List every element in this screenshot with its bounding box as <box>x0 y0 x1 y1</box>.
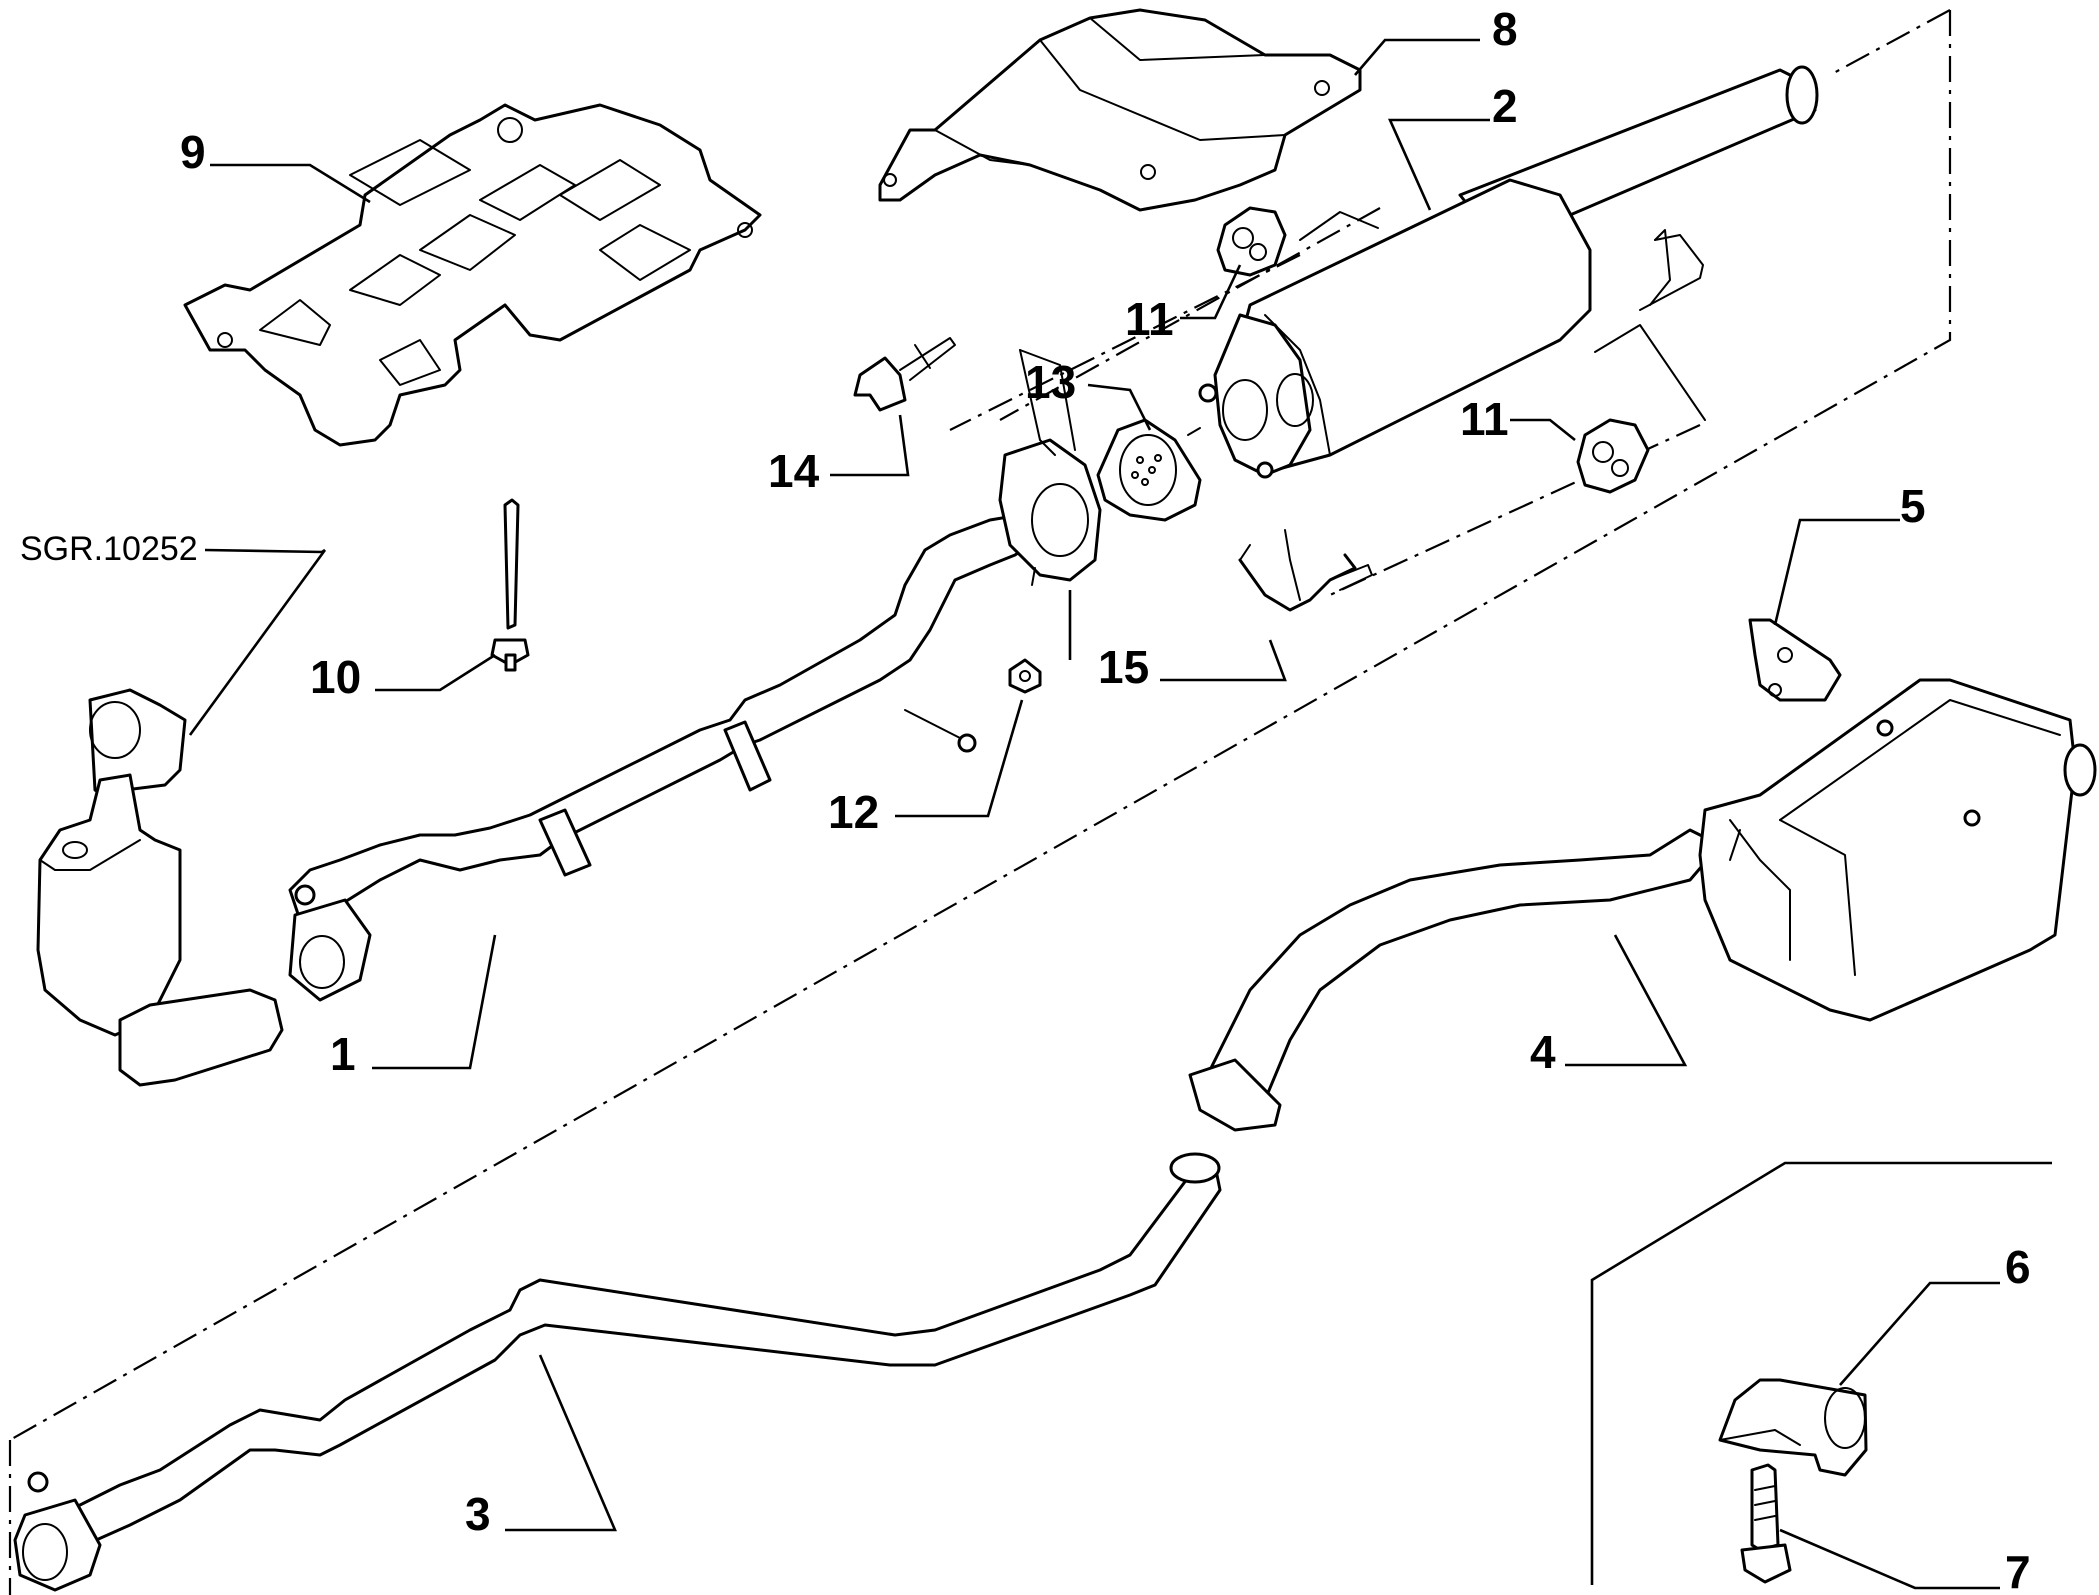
nut-part-12 <box>1008 658 1042 694</box>
bolt-part-12 <box>904 709 977 753</box>
callout-4: 4 <box>1530 1026 1556 1078</box>
callout-7: 7 <box>2005 1546 2031 1595</box>
rubber-mount-part-11-lower <box>1576 418 1650 494</box>
reference-code-label: SGR.10252 <box>20 530 198 568</box>
callout-11-upper: 11 <box>1125 293 1174 345</box>
inset-frame <box>1590 1161 2052 1585</box>
callout-10: 10 <box>310 651 361 703</box>
callout-14: 14 <box>768 445 820 497</box>
callout-13: 13 <box>1025 356 1076 408</box>
bracket-part-14 <box>853 337 956 412</box>
callout-2: 2 <box>1492 80 1518 132</box>
heat-shield-part-8 <box>878 8 1362 212</box>
gasket-part-13 <box>1096 418 1202 522</box>
bracket-part-15 <box>1238 529 1373 612</box>
rear-silencer-part-4 <box>1188 678 2097 1132</box>
rubber-hanger-part-5 <box>1748 618 1842 702</box>
heat-shield-part-9 <box>183 103 762 447</box>
rubber-mount-part-11-upper <box>1216 206 1287 277</box>
leader-lines <box>188 38 2000 1590</box>
callout-15: 15 <box>1098 641 1149 693</box>
front-pipe-part-1 <box>288 349 1102 1002</box>
callout-11-lower: 11 <box>1460 393 1509 445</box>
clamp-part-6 <box>1718 1378 1868 1477</box>
callout-labels: 1 2 3 4 5 6 7 8 9 10 11 11 12 13 14 15 S… <box>20 3 2031 1595</box>
callout-12: 12 <box>828 786 879 838</box>
catalytic-converter-reference <box>36 688 284 1087</box>
bolt-part-7 <box>1740 1463 1792 1584</box>
assembly-frame <box>8 9 1952 1595</box>
callout-8: 8 <box>1492 3 1518 55</box>
callout-3: 3 <box>465 1488 491 1540</box>
stud-part-10 <box>490 498 530 672</box>
callout-6: 6 <box>2005 1241 2031 1293</box>
silencer-part-2 <box>1187 65 1819 479</box>
callout-1: 1 <box>330 1028 356 1080</box>
middle-pipe-part-3 <box>13 1152 1222 1592</box>
callout-5: 5 <box>1900 480 1926 532</box>
callout-9: 9 <box>180 126 206 178</box>
